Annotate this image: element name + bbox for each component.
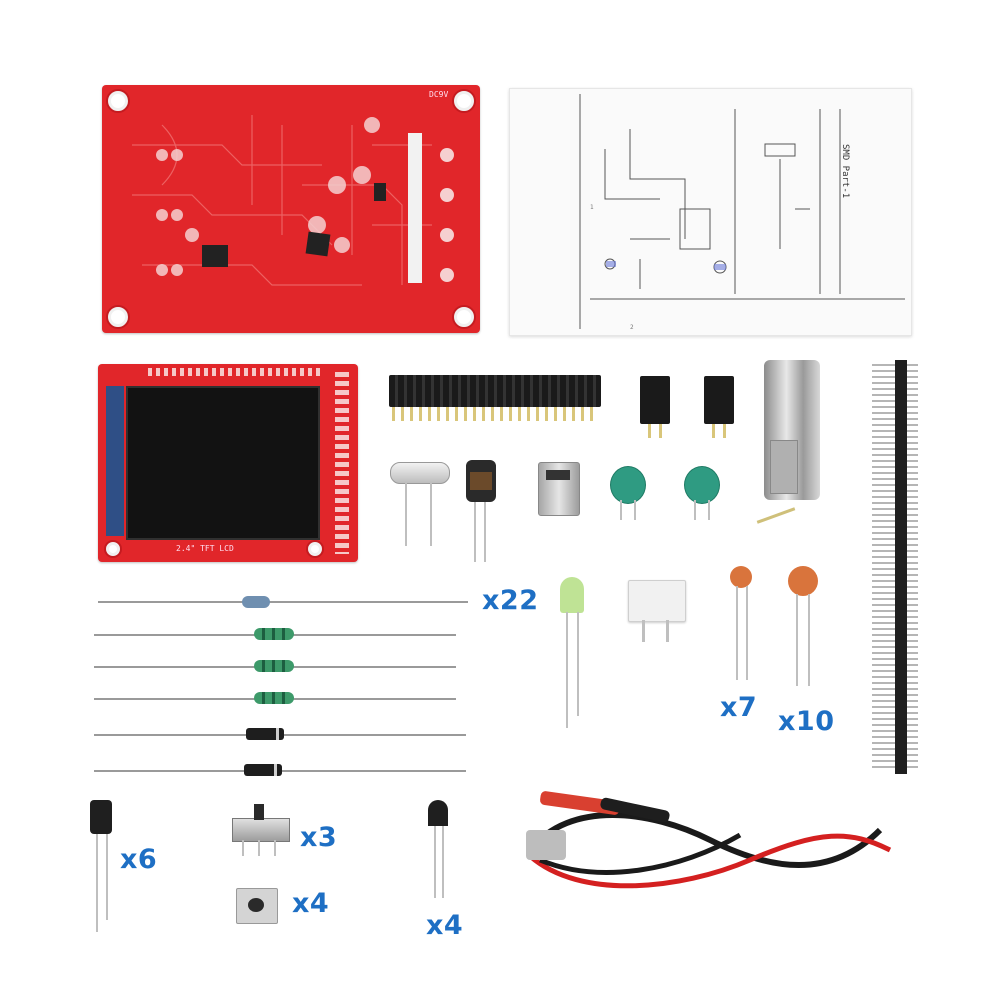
crystal-oscillator <box>390 462 450 484</box>
qty-cap-small-label: x7 <box>720 692 758 723</box>
lcd-label: 2.4" TFT LCD <box>176 544 234 553</box>
pin <box>242 840 244 856</box>
schematic-sheet: 1 2 SMD Part-1 <box>509 88 912 336</box>
qty-switch-label: x3 <box>300 822 338 853</box>
pin <box>796 594 798 686</box>
pin <box>708 500 710 520</box>
qty-transistor-label: x4 <box>426 910 464 941</box>
electrolytic-capacitor <box>90 800 112 834</box>
usb-port-opening <box>546 470 570 480</box>
probe-cable <box>526 791 892 889</box>
pin-header-pins <box>872 364 918 770</box>
pin <box>274 840 276 856</box>
pin <box>442 826 444 898</box>
resistor <box>242 596 270 608</box>
schematic-title: SMD Part-1 <box>840 144 850 199</box>
pin <box>736 586 738 680</box>
trimmer-capacitor <box>610 466 646 504</box>
pin <box>434 826 436 898</box>
pin <box>430 482 432 546</box>
lcd-screen <box>126 386 320 540</box>
pin <box>620 500 622 520</box>
switch-slider <box>254 804 264 820</box>
inductor-axial <box>254 660 294 672</box>
qty-electrolytic-label: x6 <box>120 844 158 875</box>
female-header-short <box>704 376 734 424</box>
pin <box>474 502 476 562</box>
female-header-short <box>640 376 670 424</box>
svg-text:1: 1 <box>590 204 594 211</box>
pin <box>723 424 726 438</box>
mounting-hole <box>108 91 128 111</box>
inductor-winding <box>470 472 492 490</box>
pin <box>712 424 715 438</box>
transistor <box>428 800 448 826</box>
pin <box>566 612 568 728</box>
pin <box>666 620 669 642</box>
pin <box>577 612 579 716</box>
pin <box>808 594 810 686</box>
header-pins <box>392 407 598 421</box>
bnc-lead <box>756 507 796 524</box>
pin <box>746 586 748 680</box>
lcd-module-board: 2.4" TFT LCD <box>98 364 358 562</box>
diode <box>244 764 282 776</box>
push-button-cap <box>248 898 264 912</box>
inductor-axial <box>254 692 294 704</box>
pin <box>96 834 98 932</box>
component-lead <box>98 601 468 603</box>
lcd-flex-edge <box>106 386 124 536</box>
qty-resistor-label: x22 <box>482 585 539 616</box>
pin <box>642 620 645 642</box>
diode <box>246 728 284 740</box>
qty-cap-large-label: x10 <box>778 706 835 737</box>
pin <box>405 482 407 546</box>
mounting-hole <box>106 542 120 556</box>
schematic-drawing: 1 2 <box>579 94 905 331</box>
ceramic-capacitor-large <box>788 566 818 596</box>
pcb-power-label: DC9V <box>429 90 449 99</box>
pin <box>648 424 651 438</box>
white-connector <box>628 580 686 622</box>
pin <box>694 500 696 520</box>
inductor-axial <box>254 628 294 640</box>
svg-text:2: 2 <box>630 324 634 331</box>
qty-button-label: x4 <box>292 888 330 919</box>
slide-switch <box>232 818 290 842</box>
trimmer-capacitor <box>684 466 720 504</box>
pin <box>659 424 662 438</box>
mounting-hole <box>108 307 128 327</box>
bnc-connector-base <box>770 440 798 494</box>
pin <box>258 840 260 856</box>
mounting-hole <box>454 307 474 327</box>
lcd-pin-row <box>335 372 349 554</box>
female-header-long <box>389 375 601 407</box>
pin <box>634 500 636 520</box>
mounting-hole <box>308 542 322 556</box>
ceramic-capacitor-small <box>730 566 752 588</box>
lcd-pin-row-top <box>148 368 323 376</box>
pcb-traces <box>132 115 454 286</box>
pin <box>106 834 108 920</box>
main-pcb-board: DC9V <box>102 85 480 333</box>
pin <box>484 502 486 562</box>
green-led <box>560 577 584 613</box>
mounting-hole <box>454 91 474 111</box>
